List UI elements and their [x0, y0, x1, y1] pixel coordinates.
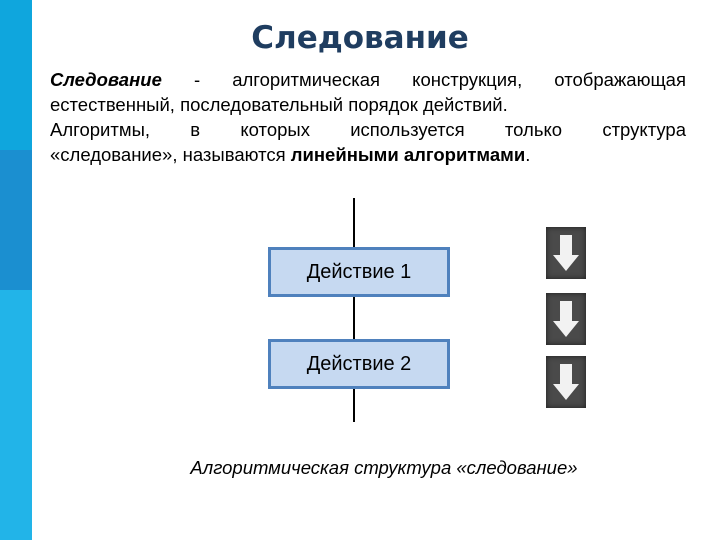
definition-line-1-rest: - алгоритмическая конструкция, отображаю…: [161, 69, 686, 90]
definition-line-1: Следование - алгоритмическая конструкция…: [50, 67, 686, 92]
diagram-caption: Алгоритмическая структура «следование»: [190, 457, 578, 478]
action-box-1: Действие 1: [268, 247, 450, 297]
definition-line-4-end: .: [525, 144, 531, 165]
accent-band: [0, 290, 32, 540]
definition-line-3: Алгоритмы, в которых используется только…: [50, 119, 686, 140]
flow-line-bottom: [353, 389, 355, 422]
definition-line-2: естественный, последовательный порядок д…: [50, 94, 508, 115]
flow-line-middle: [353, 297, 355, 339]
definition-text: Следование - алгоритмическая конструкция…: [50, 67, 686, 167]
action-box-2: Действие 2: [268, 339, 450, 389]
term-following: Следование: [50, 69, 162, 90]
accent-band: [0, 150, 32, 290]
left-accent-bar: [0, 0, 32, 540]
term-linear-algorithms: линейными алгоритмами: [290, 144, 526, 165]
arrow-down-icon: [546, 227, 586, 279]
slide-title: Следование: [251, 20, 469, 56]
accent-band: [0, 0, 32, 150]
definition-line-4: «следование», называются линейными алгор…: [50, 142, 686, 167]
arrow-down-icon: [546, 356, 586, 408]
arrow-down-icon: [546, 293, 586, 345]
definition-line-4-start: «следование», называются: [50, 144, 291, 165]
flow-line-top: [353, 198, 355, 247]
